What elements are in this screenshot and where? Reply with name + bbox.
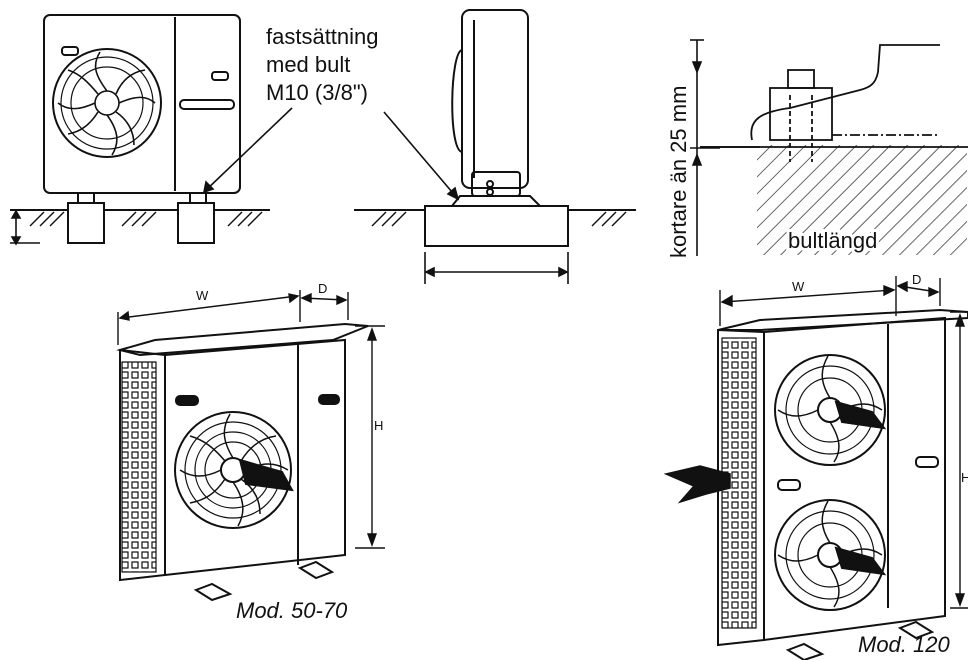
- side-view-unit: [354, 9, 636, 247]
- model-large-dimensions: [719, 276, 968, 609]
- base-leader-arrow: [383, 111, 460, 201]
- model-small-unit: [116, 322, 369, 602]
- model-large-caption: Mod. 120: [858, 632, 950, 657]
- small-dim-d: D: [318, 281, 327, 296]
- bolt-leader-arrow: [202, 107, 293, 194]
- ground-hatch-middle: [371, 211, 627, 227]
- model-small-caption: Mod. 50-70: [236, 598, 348, 623]
- bolt-length-label: bultlängd: [788, 228, 877, 253]
- front-view-unit: [10, 14, 270, 244]
- large-dim-w: W: [792, 279, 805, 294]
- bolt-note-line3: M10 (3/8"): [266, 80, 368, 105]
- small-dim-w: W: [196, 288, 209, 303]
- fan-icon: [52, 48, 162, 158]
- large-dim-d: D: [912, 272, 921, 287]
- model-large-unit: [717, 308, 968, 660]
- small-dim-h: H: [374, 418, 383, 433]
- bolt-note-line1: fastsättning: [266, 24, 379, 49]
- block-height-dimension: [10, 209, 40, 246]
- bolt-detail: [700, 44, 968, 255]
- airflow-arrow-icon: [238, 458, 294, 492]
- fan-icon: [774, 499, 886, 611]
- base-width-dimension: [424, 252, 569, 284]
- vertical-depth-label: kortare än 25 mm: [666, 86, 691, 258]
- bolt-note-line2: med bult: [266, 52, 350, 77]
- bolt-depth-dimension: [690, 39, 720, 256]
- airflow-arrow-icon: [834, 546, 887, 576]
- ground-hatch-left: [29, 211, 263, 227]
- airflow-arrow-icon: [834, 400, 887, 430]
- air-intake-arrow-icon: [663, 465, 731, 504]
- large-dim-h: H: [961, 470, 968, 485]
- model-small-dimensions: [117, 290, 385, 549]
